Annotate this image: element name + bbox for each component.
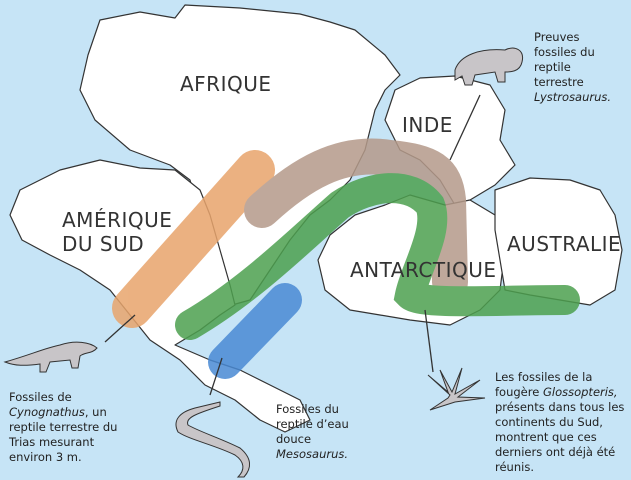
label-antarctica: ANTARCTIQUE bbox=[350, 258, 497, 282]
species-name: Mesosaurus. bbox=[276, 447, 349, 461]
caption-cynognathus: Fossiles de Cynognathus, un reptile terr… bbox=[9, 390, 117, 465]
caption-line: montrent que ces bbox=[495, 430, 597, 444]
mesosaurus-icon bbox=[175, 401, 250, 478]
label-australia: AUSTRALIE bbox=[507, 232, 622, 256]
caption-line: douce bbox=[276, 432, 312, 446]
caption-glossopteris: Les fossiles de la fougère Glossopteris,… bbox=[495, 370, 624, 475]
caption-line: fossiles du bbox=[534, 45, 595, 59]
caption-line: reptile terrestre du bbox=[9, 420, 118, 434]
caption-mesosaurus: Fossiles du reptile d’eau douce Mesosaur… bbox=[276, 402, 349, 462]
species-name: Glossopteris, bbox=[542, 385, 618, 399]
label-south-america-line2: DU SUD bbox=[62, 232, 145, 256]
caption-line: Preuves bbox=[534, 30, 580, 44]
caption-lystrosaurus: Preuves fossiles du reptile terrestre Ly… bbox=[534, 30, 611, 105]
cynognathus-fossil-zone bbox=[112, 150, 275, 328]
caption-line: fougère bbox=[495, 385, 543, 399]
caption-line: terrestre bbox=[534, 75, 584, 89]
mesosaurus-pointer bbox=[209, 357, 223, 396]
glossopteris-pointer bbox=[424, 309, 434, 373]
caption-line: Fossiles du bbox=[276, 402, 339, 416]
label-india: INDE bbox=[402, 113, 453, 137]
caption-line: environ 3 m. bbox=[9, 450, 82, 464]
caption-line: Les fossiles de la bbox=[495, 370, 593, 384]
cynognathus-icon bbox=[3, 341, 98, 373]
caption-line: présents dans tous les bbox=[495, 400, 625, 414]
species-name: Lystrosaurus. bbox=[534, 90, 612, 104]
caption-line: continents du Sud, bbox=[495, 415, 603, 429]
caption-line: , un bbox=[84, 405, 107, 419]
lystrosaurus-icon bbox=[454, 47, 524, 86]
caption-line: derniers ont déjà été bbox=[495, 445, 616, 459]
caption-line: Trias mesurant bbox=[9, 435, 95, 449]
caption-line: reptile d’eau bbox=[276, 417, 349, 431]
lystrosaurus-pointer bbox=[449, 94, 481, 161]
caption-line: reptile bbox=[534, 60, 571, 74]
caption-line: Fossiles de bbox=[9, 390, 72, 404]
cynognathus-pointer bbox=[104, 314, 136, 343]
caption-line: réunis. bbox=[495, 460, 534, 474]
species-name: Cynognathus bbox=[9, 405, 85, 419]
glossopteris-fossil-zone bbox=[175, 173, 580, 340]
mesosaurus-fossil-zone bbox=[208, 283, 302, 379]
label-south-america-line1: AMÉRIQUE bbox=[62, 208, 173, 232]
australia-landmass bbox=[494, 177, 623, 306]
lystrosaurus-fossil-zone bbox=[244, 138, 468, 300]
label-africa: AFRIQUE bbox=[180, 72, 272, 96]
glossopteris-icon bbox=[427, 367, 486, 411]
